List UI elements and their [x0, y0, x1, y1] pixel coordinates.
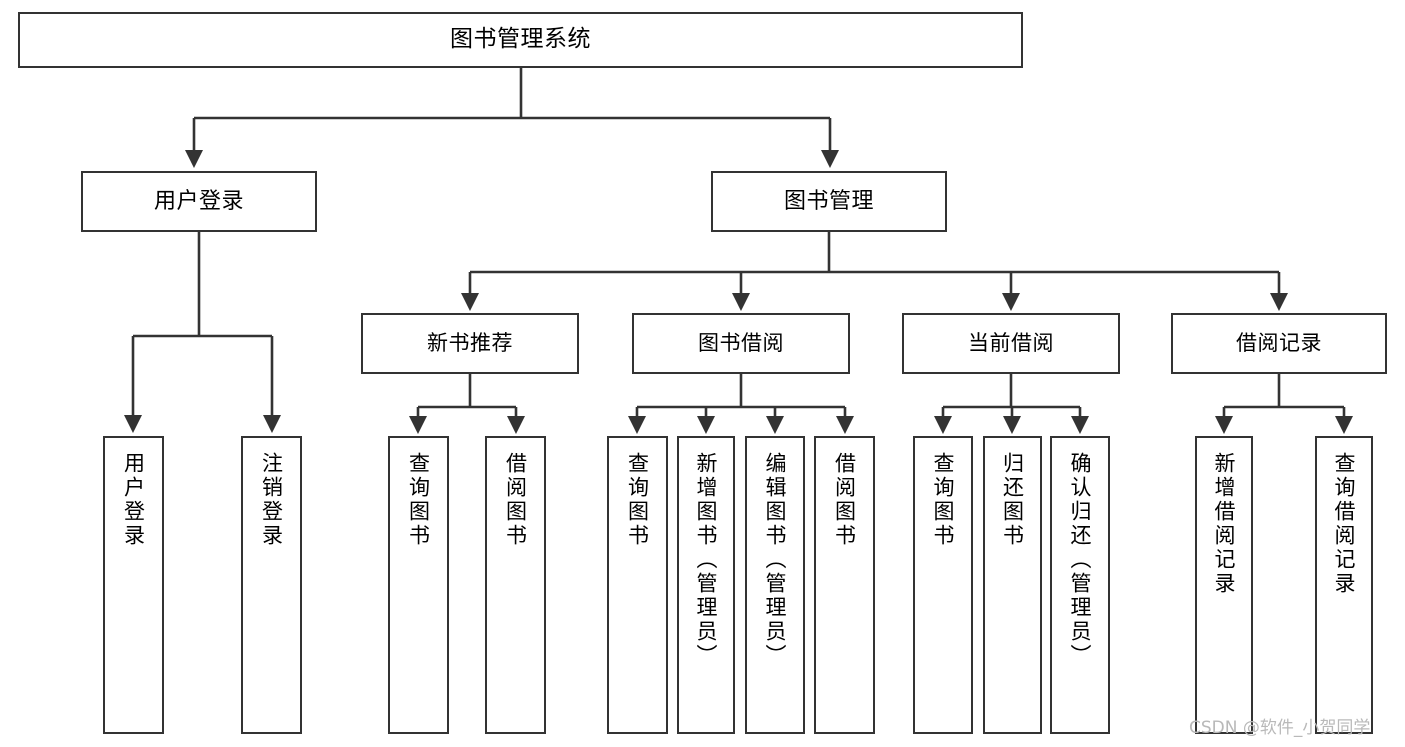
node-current-borrow-label: 当前借阅 — [968, 331, 1054, 356]
leaf-book-borrow-4[interactable]: 借阅图书 — [814, 436, 875, 734]
node-root[interactable]: 图书管理系统 — [18, 12, 1023, 68]
leaf-borrow-record-1-label: 新增借阅记录 — [1212, 452, 1237, 596]
node-new-book-recommend[interactable]: 新书推荐 — [361, 313, 579, 374]
node-new-book-recommend-label: 新书推荐 — [427, 331, 513, 356]
leaf-book-borrow-3[interactable]: 编辑图书（管理员） — [745, 436, 805, 734]
leaf-new-book-2-label: 借阅图书 — [503, 452, 528, 548]
leaf-user-login-2[interactable]: 注销登录 — [241, 436, 302, 734]
leaf-borrow-record-2-label: 查询借阅记录 — [1332, 452, 1357, 596]
node-borrow-record[interactable]: 借阅记录 — [1171, 313, 1387, 374]
leaf-current-borrow-2-label: 归还图书 — [1000, 452, 1025, 548]
leaf-user-login-2-label: 注销登录 — [259, 452, 284, 548]
leaf-current-borrow-3-label: 确认归还（管理员） — [1068, 452, 1093, 668]
leaf-new-book-1[interactable]: 查询图书 — [388, 436, 449, 734]
node-root-label: 图书管理系统 — [450, 26, 591, 53]
leaf-current-borrow-1[interactable]: 查询图书 — [913, 436, 973, 734]
leaf-book-borrow-2-label: 新增图书（管理员） — [694, 452, 719, 668]
leaf-user-login-1-label: 用户登录 — [121, 452, 146, 548]
node-borrow-record-label: 借阅记录 — [1236, 331, 1322, 356]
node-book-manage[interactable]: 图书管理 — [711, 171, 947, 232]
node-user-login[interactable]: 用户登录 — [81, 171, 317, 232]
node-book-manage-label: 图书管理 — [783, 188, 874, 214]
leaf-book-borrow-1-label: 查询图书 — [625, 452, 650, 548]
leaf-user-login-1[interactable]: 用户登录 — [103, 436, 164, 734]
node-current-borrow[interactable]: 当前借阅 — [902, 313, 1120, 374]
leaf-book-borrow-1[interactable]: 查询图书 — [607, 436, 668, 734]
leaf-current-borrow-3[interactable]: 确认归还（管理员） — [1050, 436, 1110, 734]
watermark-text: CSDN @软件_小贺同学 — [1189, 718, 1371, 738]
node-user-login-label: 用户登录 — [153, 188, 244, 214]
leaf-current-borrow-1-label: 查询图书 — [931, 452, 956, 548]
leaf-borrow-record-2[interactable]: 查询借阅记录 — [1315, 436, 1373, 734]
leaf-new-book-2[interactable]: 借阅图书 — [485, 436, 546, 734]
leaf-book-borrow-4-label: 借阅图书 — [832, 452, 857, 548]
leaf-borrow-record-1[interactable]: 新增借阅记录 — [1195, 436, 1253, 734]
leaf-book-borrow-3-label: 编辑图书（管理员） — [763, 452, 788, 668]
leaf-new-book-1-label: 查询图书 — [406, 452, 431, 548]
node-book-borrow-label: 图书借阅 — [698, 331, 784, 356]
node-book-borrow[interactable]: 图书借阅 — [632, 313, 850, 374]
leaf-book-borrow-2[interactable]: 新增图书（管理员） — [677, 436, 735, 734]
leaf-current-borrow-2[interactable]: 归还图书 — [983, 436, 1042, 734]
